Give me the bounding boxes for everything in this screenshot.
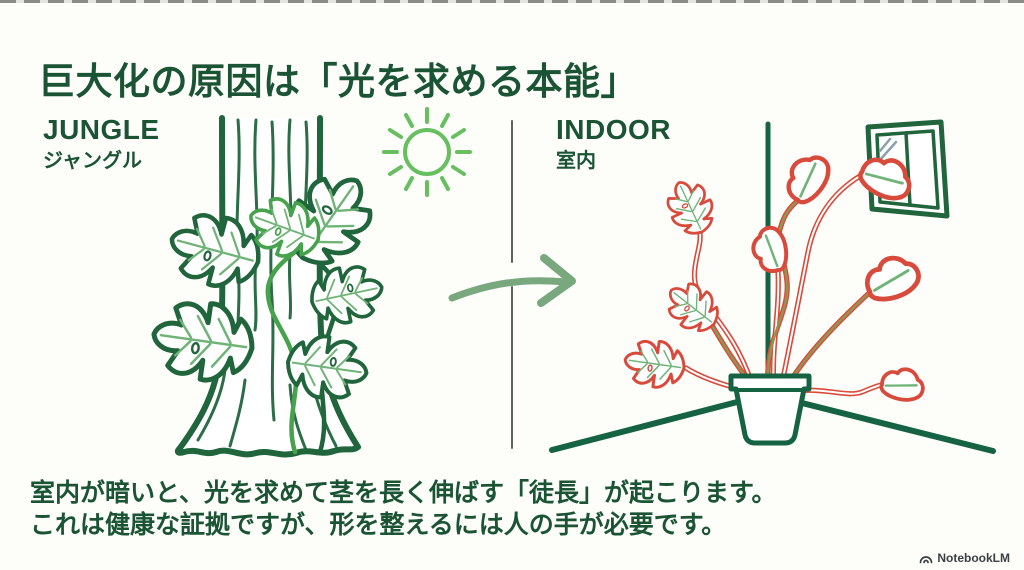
- indoor-label-ja: 室内: [556, 150, 596, 172]
- caption-line-1: 室内が暗いと、光を求めて茎を長く伸ばす「徒長」が起こります。: [30, 479, 777, 507]
- climbing-vine: [265, 249, 299, 455]
- jungle-label: JUNGLE ジャングル: [43, 114, 160, 172]
- indoor-label: INDOOR 室内: [556, 114, 671, 172]
- etiolated-stems: [686, 176, 881, 394]
- arrow-right-icon: [448, 254, 576, 307]
- indoor-illustration: [549, 119, 996, 454]
- leggy-heart-leaf: [861, 251, 923, 305]
- jungle-label-ja: ジャングル: [43, 150, 142, 172]
- leggy-heart-leaf: [877, 363, 928, 405]
- caption: 室内が暗いと、光を求めて茎を長く伸ばす「徒長」が起こります。 これは健康な証拠で…: [30, 477, 777, 541]
- leggy-monstera-leaf: [620, 335, 689, 393]
- page-title: 巨大化の原因は「光を求める本能」: [38, 60, 638, 102]
- climbing-vine: [307, 253, 339, 455]
- leggy-heart-leaf: [779, 148, 835, 207]
- notebooklm-text: NotebookLM: [937, 551, 1010, 565]
- video-top-edge: [0, 0, 1024, 3]
- leggy-heart-leaf: [748, 223, 792, 276]
- indoor-label-en: INDOOR: [556, 114, 671, 145]
- sun-icon: [382, 107, 472, 197]
- notebooklm-logo-icon: [919, 556, 933, 564]
- jungle-illustration: [149, 107, 472, 458]
- window-reflection: [877, 137, 898, 163]
- caption-line-2: これは健康な証拠ですが、形を整えるには人の手が必要です。: [30, 511, 727, 539]
- jungle-label-en: JUNGLE: [43, 114, 160, 145]
- plant-pot-icon: [728, 373, 812, 446]
- notebooklm-logo: NotebookLM: [919, 551, 1010, 565]
- leggy-monstera-leaf: [658, 172, 723, 243]
- floor-line-left: [549, 398, 744, 453]
- floor-line-right: [791, 398, 996, 454]
